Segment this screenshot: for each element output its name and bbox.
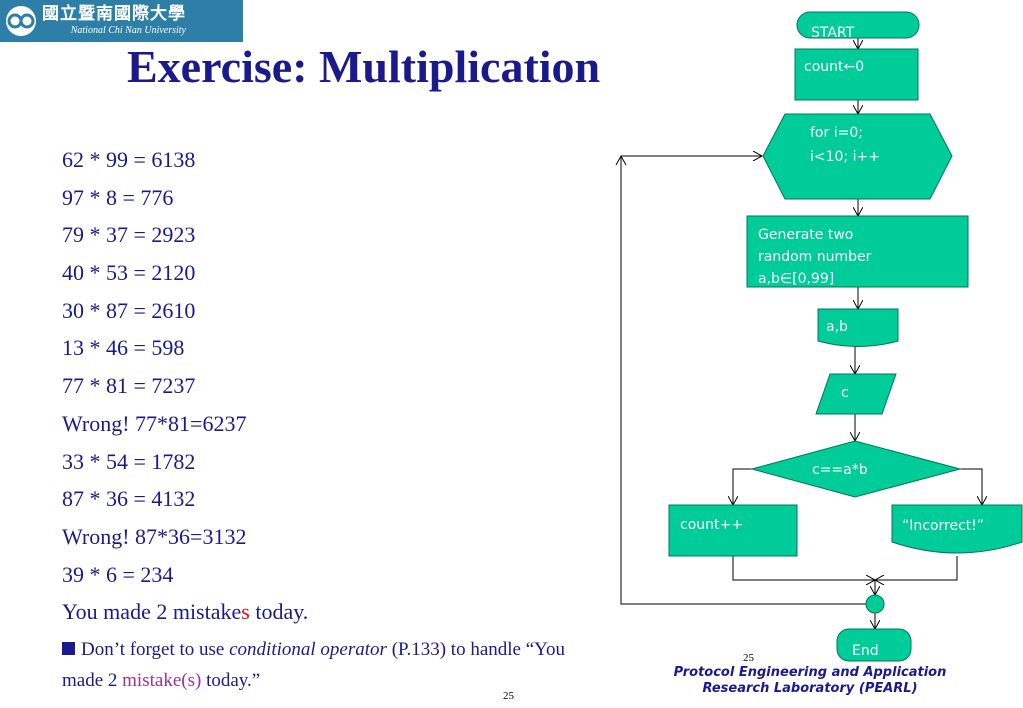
merge-connector xyxy=(865,594,885,614)
start-label: START xyxy=(811,25,855,41)
count-label: count++ xyxy=(680,517,743,533)
slide-title: Exercise: Multiplication xyxy=(127,41,601,92)
note-text-2: (P.133) to handle “You made 2 xyxy=(62,639,565,691)
output-line: 33 * 54 = 1782 xyxy=(62,448,196,474)
program-output: 62 * 99 = 6138 97 * 8 = 776 79 * 37 = 29… xyxy=(62,145,308,635)
incorrect-node xyxy=(891,504,1023,554)
university-logo: 國立暨南國際大學 National Chi Nan University xyxy=(0,0,243,42)
summary-end: today. xyxy=(249,599,309,625)
end-label: End xyxy=(852,643,879,659)
lab-footer: Protocol Engineering and Application Res… xyxy=(630,665,990,697)
note-emphasis: conditional operator xyxy=(229,639,387,660)
start-node xyxy=(796,11,920,39)
init-label: count←0 xyxy=(804,59,864,75)
bullet-square-icon xyxy=(62,642,75,655)
note-text-3: today.” xyxy=(201,670,261,691)
connector-false-branch xyxy=(960,468,982,505)
output-line: 40 * 53 = 2120 xyxy=(62,260,196,286)
output-line: Wrong! 77*81=6237 xyxy=(62,410,247,436)
loop-label-line-2: i<10; i++ xyxy=(810,149,880,165)
footer-line-2: Research Laboratory (PEARL) xyxy=(702,681,918,696)
decision-label: c==a*b xyxy=(812,462,868,478)
page-number: 25 xyxy=(503,690,514,702)
generate-label-line-3: a,b∈[0,99] xyxy=(758,271,834,287)
connector-merge-left xyxy=(732,556,875,580)
output-line: 62 * 99 = 6138 xyxy=(62,147,196,172)
count-node xyxy=(668,504,798,557)
connector-merge-right xyxy=(875,556,958,580)
summary-line: You made 2 mistakes today. xyxy=(62,597,308,635)
decision-node xyxy=(750,440,962,498)
output-line: 30 * 87 = 2610 xyxy=(62,297,196,323)
init-node xyxy=(794,48,919,101)
output-line: 39 * 6 = 234 xyxy=(62,561,174,587)
summary-text: You made 2 mistake xyxy=(62,599,242,625)
output-node xyxy=(817,308,899,347)
input-node xyxy=(815,373,897,415)
output-line: 77 * 81 = 7237 xyxy=(62,373,196,399)
loop-node xyxy=(762,113,953,200)
footer-line-1: Protocol Engineering and Application xyxy=(673,665,947,680)
end-node xyxy=(836,628,912,662)
output-line: 97 * 8 = 776 xyxy=(62,184,174,210)
university-emblem-icon xyxy=(6,6,36,36)
output-line: 13 * 46 = 598 xyxy=(62,335,185,361)
output-line: 87 * 36 = 4132 xyxy=(62,486,196,512)
logo-english-name: National Chi Nan University xyxy=(70,25,186,36)
loop-arrowhead-icon xyxy=(615,154,627,166)
output-line: Wrong! 87*36=3132 xyxy=(62,523,247,549)
hint-note: Don’t forget to use conditional operator… xyxy=(62,634,582,696)
page-number-secondary: 25 xyxy=(743,652,754,664)
output-line: 79 * 37 = 2923 xyxy=(62,222,196,248)
incorrect-label: “Incorrect!” xyxy=(902,518,984,534)
generate-node xyxy=(746,215,969,288)
note-highlight: mistake(s) xyxy=(122,670,202,691)
loop-label-line-1: for i=0; xyxy=(810,125,863,141)
logo-chinese-name: 國立暨南國際大學 xyxy=(42,4,186,24)
generate-label-line-2: random number xyxy=(758,249,872,265)
generate-label-line-1: Generate two xyxy=(758,227,853,243)
connector-loop-back xyxy=(620,156,866,605)
note-text: Don’t forget to use xyxy=(81,639,230,660)
summary-highlight: s xyxy=(241,599,250,625)
input-label: c xyxy=(841,385,849,401)
output-label: a,b xyxy=(826,319,848,335)
connector-true-branch xyxy=(733,468,752,505)
